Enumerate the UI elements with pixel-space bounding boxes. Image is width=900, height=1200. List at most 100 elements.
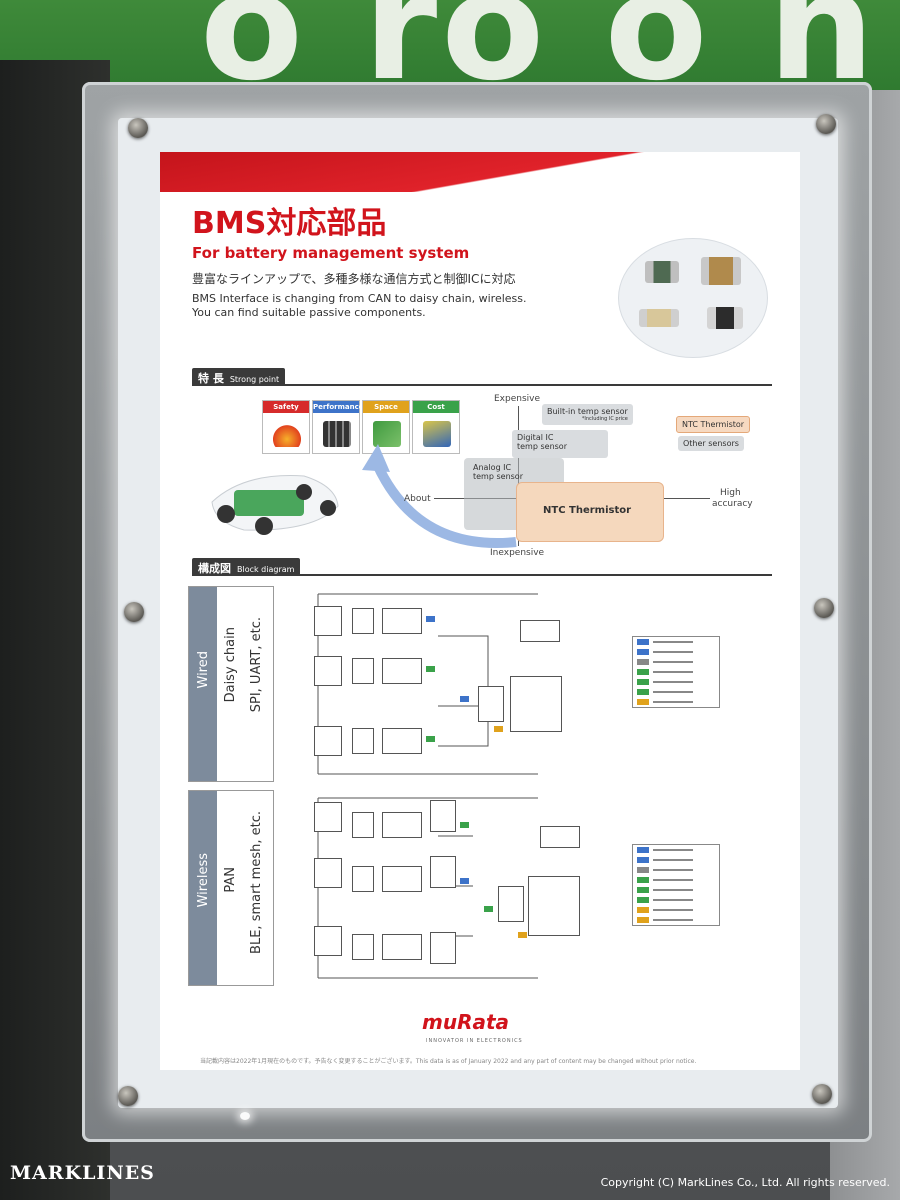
battery-module-box	[314, 656, 342, 686]
analog-label-1: Analog IC	[473, 463, 512, 472]
block-diagram: Wired Daisy chain SPI, UART, etc. Wirele…	[188, 586, 776, 986]
digital-label-2: temp sensor	[517, 442, 567, 451]
wireless-mcu-box	[498, 886, 524, 922]
legend-row	[633, 885, 719, 895]
component-tag	[460, 878, 469, 884]
wired-components-legend	[632, 636, 720, 708]
section-block-ja: 構成図	[198, 562, 231, 575]
green-chip-image	[645, 261, 679, 283]
section-strong-en: Strong point	[229, 375, 280, 384]
section-divider	[192, 384, 772, 386]
filter-circuit-box	[352, 866, 374, 892]
cell-monitoring-ic-box	[382, 812, 422, 838]
filter-circuit-box	[352, 812, 374, 838]
legend-row	[633, 637, 719, 647]
light-glare	[662, 818, 676, 828]
light-glare	[718, 980, 726, 986]
battery-cells-icon	[323, 421, 351, 447]
feature-label: Performance	[313, 401, 364, 413]
ntc-label: NTC Thermistor	[543, 505, 632, 516]
section-block-en: Block diagram	[237, 565, 295, 574]
axis-expensive: Expensive	[494, 394, 541, 404]
legend-row	[633, 687, 719, 697]
black-chip-image	[707, 307, 743, 329]
resonator-image	[639, 309, 679, 327]
light-glare	[750, 982, 758, 988]
screw-top-right	[816, 114, 836, 134]
pan-label: PAN	[223, 867, 238, 893]
legend-row	[633, 667, 719, 677]
light-glare	[704, 786, 720, 796]
component-tag	[494, 726, 503, 732]
wireless-label-panel: Wireless PAN BLE, smart mesh, etc.	[188, 790, 274, 986]
green-wall-banner	[0, 0, 900, 92]
builtin-note: *Including IC price	[581, 416, 628, 422]
filter-circuit-box	[352, 934, 374, 960]
lead-english-2: You can find suitable passive components…	[192, 306, 426, 319]
legend-row	[633, 875, 719, 885]
digital-label-1: Digital IC	[517, 433, 554, 442]
section-divider	[192, 574, 772, 576]
light-glare	[240, 1112, 250, 1120]
interface-transceiver-box	[478, 686, 504, 722]
marklines-logo-text: MARKLINES	[10, 1162, 155, 1184]
feature-cost: Cost	[412, 400, 460, 454]
ble-smart-mesh-label: BLE, smart mesh, etc.	[249, 811, 264, 954]
legend-row	[633, 895, 719, 905]
cell-monitoring-ic-box	[382, 934, 422, 960]
section-strong-point: 特 長 Strong point	[192, 368, 286, 386]
analog-label-2: temp sensor	[473, 472, 523, 481]
poster-title: BMS対応部品	[192, 206, 387, 241]
can-transceiver-box	[540, 826, 580, 848]
mcu-box	[510, 676, 562, 732]
daisy-chain-label: Daisy chain	[223, 627, 238, 703]
section-block-diagram: 構成図 Block diagram	[192, 558, 301, 576]
battery-module-box	[314, 606, 342, 636]
components-photo	[618, 238, 768, 358]
battery-module-box	[314, 926, 342, 956]
battery-module-box	[314, 802, 342, 832]
filter-circuit-box	[352, 608, 374, 634]
filter-circuit-box	[352, 658, 374, 684]
legend-row	[633, 657, 719, 667]
red-header-band	[160, 152, 800, 192]
cell-monitoring-ic-box	[382, 608, 422, 634]
copyright-notice: Copyright (C) MarkLines Co., Ltd. All ri…	[600, 1176, 890, 1189]
lead-japanese: 豊富なラインアップで、多種多様な通信方式と制御ICに対応	[192, 272, 516, 286]
feature-label: Safety	[263, 401, 309, 413]
legend-row	[633, 855, 719, 865]
disclaimer: 当記載内容は2022年1月現在のものです。予告なく変更することがございます。Th…	[200, 1058, 697, 1065]
component-tag	[426, 616, 435, 622]
feature-space: Space	[362, 400, 410, 454]
component-tag	[518, 932, 527, 938]
feature-label: Space	[363, 401, 409, 413]
wired-label: Wired	[196, 651, 211, 689]
tan-chip-image	[701, 257, 741, 285]
feature-safety: Safety	[262, 400, 310, 454]
component-tag	[426, 736, 435, 742]
component-tag	[460, 696, 469, 702]
component-tag	[484, 906, 493, 912]
feature-performance: Performance	[312, 400, 364, 454]
battery-module-box	[314, 858, 342, 888]
legend-row	[633, 865, 719, 875]
axis-inexpensive: Inexpensive	[490, 548, 545, 558]
screw-bottom-left	[118, 1086, 138, 1106]
legend-row	[633, 915, 719, 925]
wireless-mcu-box	[430, 932, 456, 964]
fire-icon	[273, 421, 301, 447]
component-tag	[426, 666, 435, 672]
screw-mid-right	[814, 598, 834, 618]
cell-monitoring-ic-box	[382, 728, 422, 754]
ntc-thermistor-box: NTC Thermistor	[516, 482, 664, 542]
wireless-mcu-box	[430, 800, 456, 832]
cell-monitoring-ic-box	[382, 658, 422, 684]
legend-other-sensors: Other sensors	[678, 436, 744, 451]
improvement-arrow	[362, 444, 517, 548]
screw-bottom-right	[812, 1084, 832, 1104]
wireless-band	[189, 791, 217, 985]
section-strong-ja: 特 長	[198, 372, 224, 385]
murata-logo: muRata	[422, 1010, 510, 1034]
circuit-board-icon	[373, 421, 401, 447]
legend-row	[633, 677, 719, 687]
